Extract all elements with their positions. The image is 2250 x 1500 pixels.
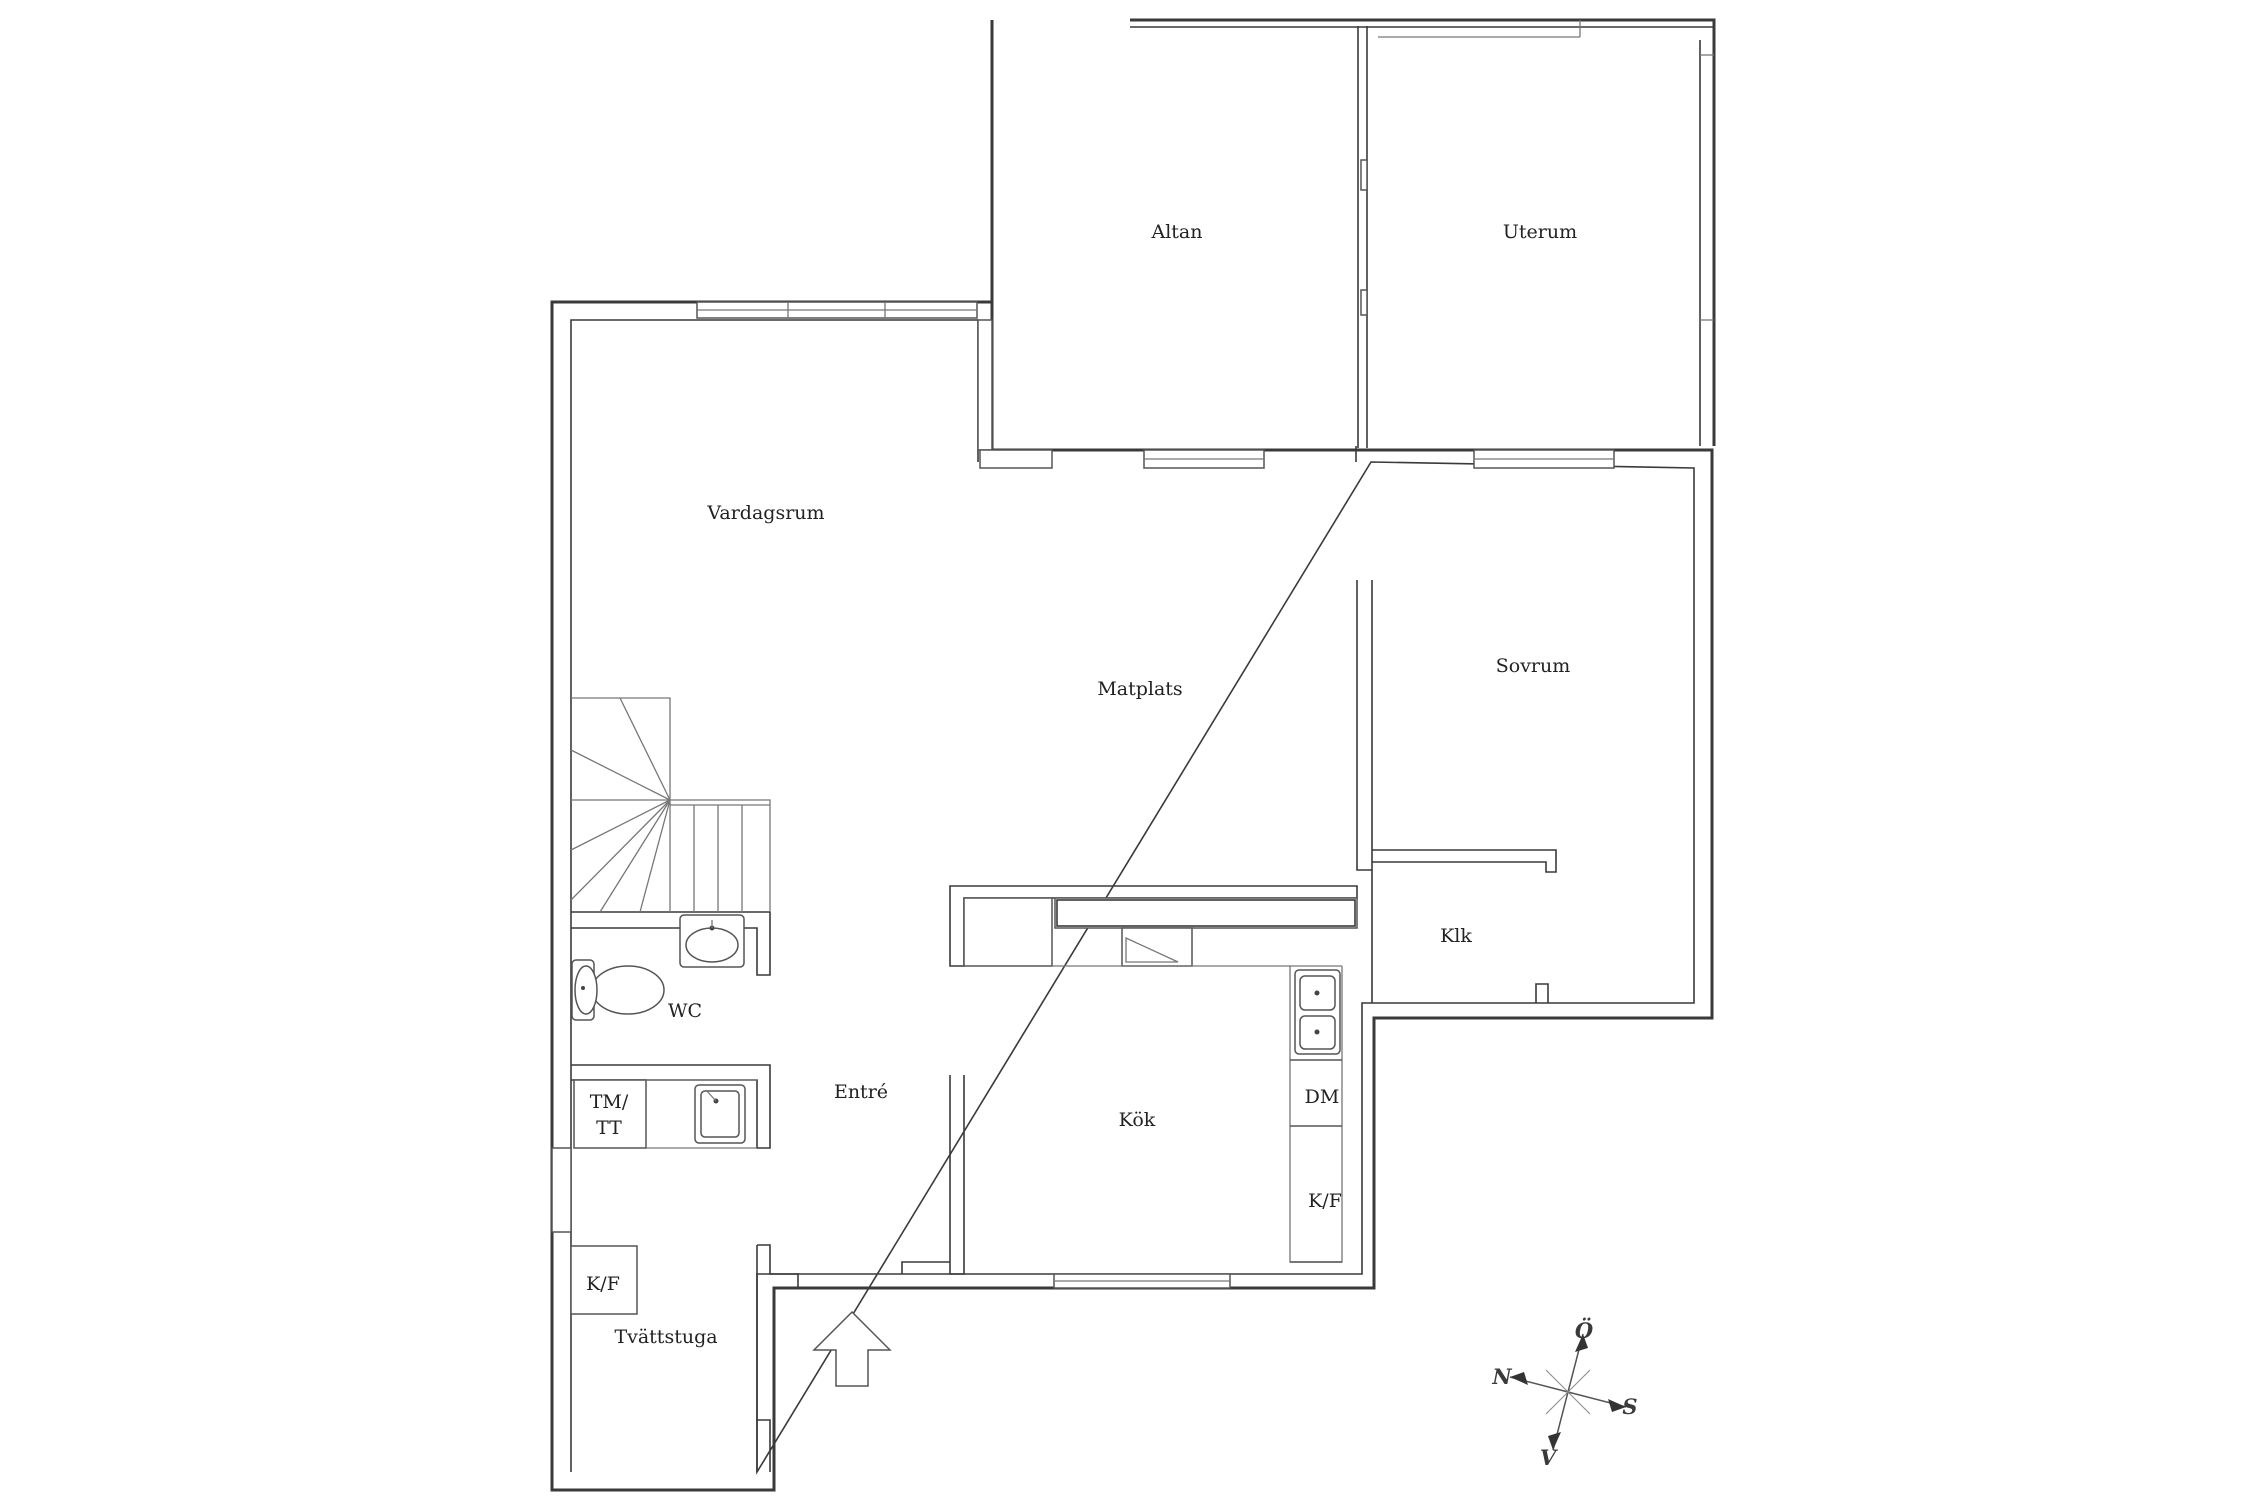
compass-labels: N Ö S V <box>1491 1318 1637 1470</box>
room-label-kok: Kök <box>1119 1109 1156 1131</box>
room-label-vardagsrum: Vardagsrum <box>706 502 824 524</box>
room-label-matplats: Matplats <box>1097 678 1182 700</box>
staircase-icon <box>570 697 771 913</box>
compass-label-east: Ö <box>1575 1318 1594 1343</box>
toilet-icon <box>571 959 665 1021</box>
room-label-altan: Altan <box>1151 221 1203 243</box>
room-labels: Altan Uterum Vardagsrum Matplats Sovrum … <box>614 221 1577 1348</box>
label-tmtt-line1: TM/ <box>590 1091 629 1113</box>
room-label-klk: Klk <box>1440 925 1472 947</box>
label-dm: DM <box>1305 1086 1340 1108</box>
room-label-uterum: Uterum <box>1503 221 1577 243</box>
room-label-sovrum: Sovrum <box>1496 655 1571 677</box>
compass-rose-icon <box>1509 1333 1627 1451</box>
room-label-wc: WC <box>668 1000 702 1022</box>
outer-walls <box>550 300 1714 1492</box>
label-tmtt-line2: TT <box>596 1117 622 1139</box>
label-kf-kitchen: K/F <box>1308 1190 1342 1212</box>
entrance-arrow-icon <box>812 1310 892 1387</box>
appliance-labels: DM K/F K/F TM/ TT <box>586 1086 1342 1295</box>
compass-label-north: N <box>1491 1364 1512 1389</box>
interior-walls <box>571 580 1557 1472</box>
terrace-walls <box>990 18 1716 450</box>
room-label-tvattstuga: Tvättstuga <box>614 1326 717 1348</box>
windows <box>551 301 1615 1289</box>
room-label-entre: Entré <box>834 1081 888 1103</box>
kitchen-fixtures <box>963 897 1358 1263</box>
utility-sink-icon <box>694 1084 746 1144</box>
compass-label-west: V <box>1540 1445 1559 1470</box>
bathroom-fixtures <box>570 914 757 1315</box>
label-kf-laundry: K/F <box>586 1273 620 1295</box>
compass-label-south: S <box>1622 1394 1637 1419</box>
